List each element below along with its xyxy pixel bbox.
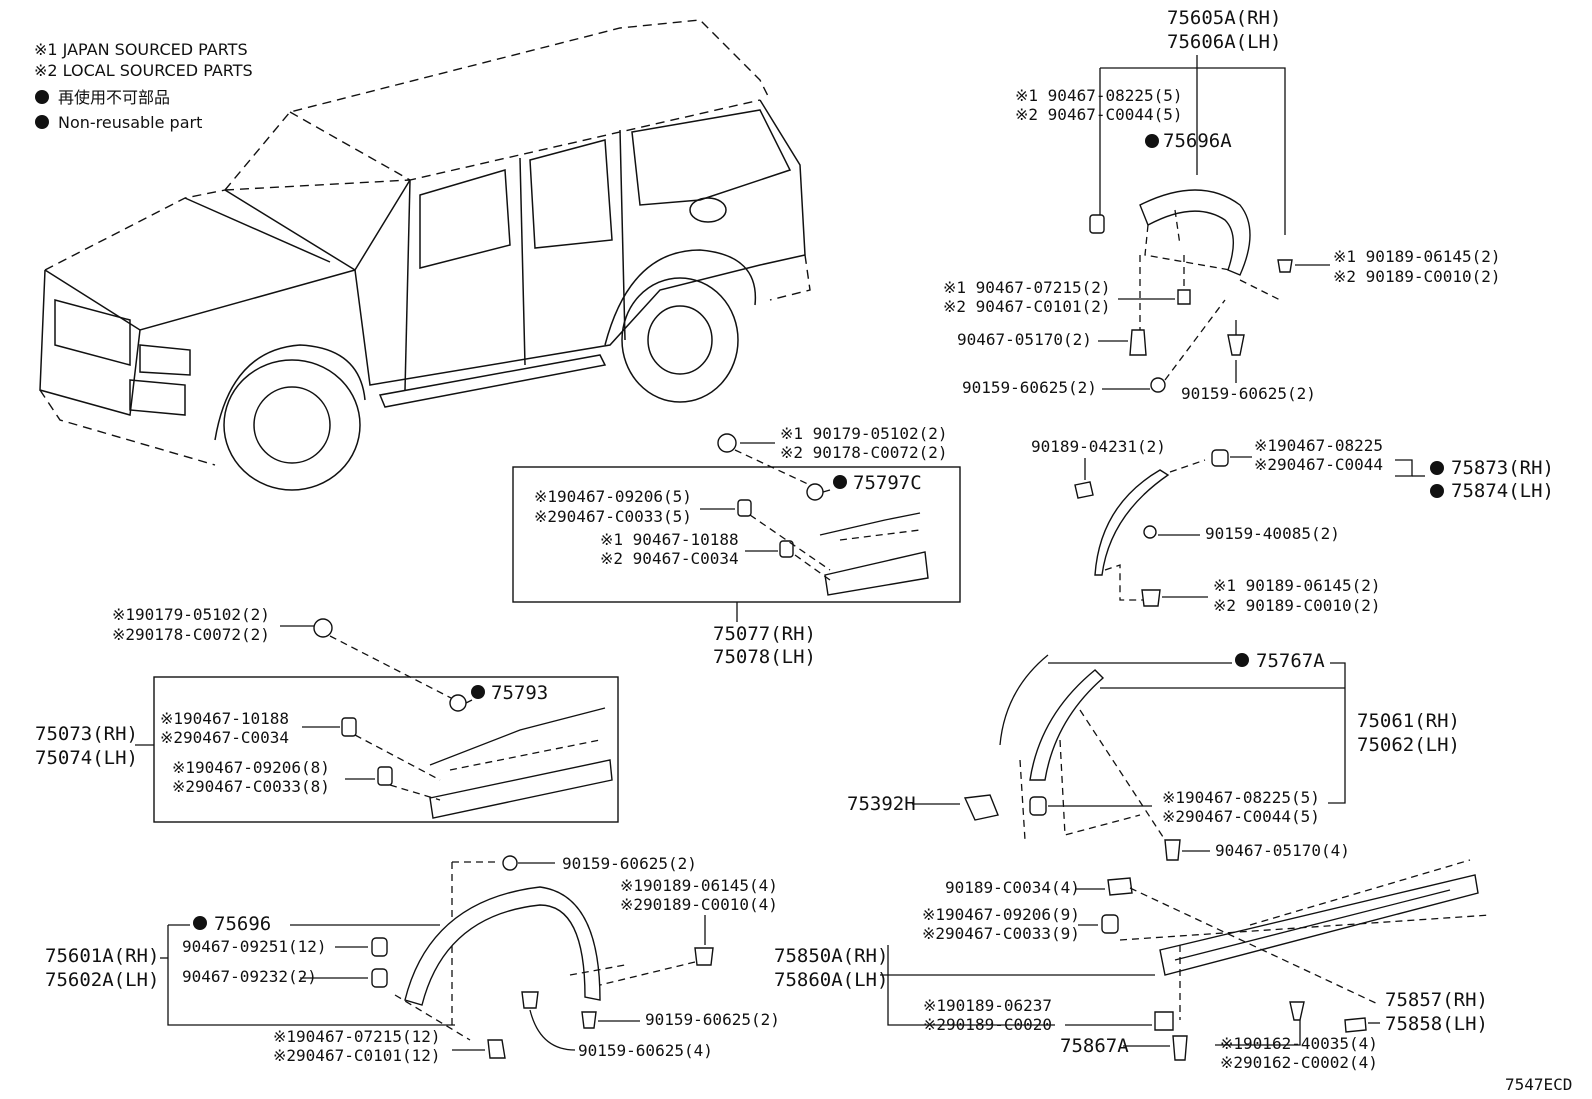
vehicle-illustration [39, 19, 811, 491]
legend-japan: ※1 JAPAN SOURCED PARTS [34, 40, 248, 59]
nonreuse-dot-icon [193, 916, 207, 930]
front-flare-pn-lh: 75602A(LH) [45, 969, 159, 991]
front-flare-moulding [394, 886, 626, 1041]
front-arch-bracket: 75392H [847, 793, 916, 815]
rear-small-bolt: 90189-04231(2) [1031, 437, 1166, 456]
front-flare-scr-2: ※290189-C0010(4) [620, 895, 778, 914]
front-flare-clip-c1: ※190467-07215(12) [273, 1027, 441, 1046]
rocker-scr-2: ※290189-C0020 [923, 1015, 1052, 1034]
front-flare-tape: 75696 [214, 913, 271, 935]
rocker-moulding [1119, 859, 1491, 1020]
front-door-rivet-2: ※290178-C0072(2) [112, 625, 270, 644]
front-door-moulding [354, 707, 613, 819]
rear-arch-screw-a: 90159-60625(2) [962, 378, 1097, 397]
rear-door-rivet-2: ※2 90178-C0072(2) [780, 443, 948, 462]
rear-arch-clip-b2: ※2 90467-C0101(2) [943, 297, 1111, 316]
rear-arch-clip-b1: ※1 90467-07215(2) [943, 278, 1111, 297]
front-flare-scr-1: ※190189-06145(4) [620, 876, 778, 895]
front-flare-screw-bot: 90159-60625(4) [578, 1041, 713, 1060]
front-door-clip-a1: ※190467-10188 [160, 709, 289, 728]
front-flare-clip-a: 90467-09251(12) [182, 937, 327, 956]
rear-arch-clip-a1: ※1 90467-08225(5) [1015, 86, 1183, 105]
front-arch-pn-rh: 75061(RH) [1357, 710, 1460, 732]
front-door-rivet-1: ※190179-05102(2) [112, 605, 270, 624]
rear-door-rivet-1: ※1 90179-05102(2) [780, 424, 948, 443]
front-door-clip-b2: ※290467-C0033(8) [172, 777, 330, 796]
rocker-rv-1: ※190162-40035(4) [1220, 1034, 1378, 1053]
rocker-pn-lh: 75860A(LH) [774, 969, 888, 991]
nonreuse-dot-icon [35, 90, 49, 104]
rocker-clip-b2: ※290467-C0033(9) [922, 924, 1080, 943]
rear-small-scr-2: ※2 90189-C0010(2) [1213, 596, 1381, 615]
rocker-scr-1: ※190189-06237 [923, 996, 1052, 1015]
rear-small-pn-lh: 75874(LH) [1451, 480, 1554, 502]
front-flare-clip-b: 90467-09232(2) [182, 967, 317, 986]
rear-small-clip-2: ※290467-C0044 [1254, 455, 1383, 474]
rocker-clip-b1: ※190467-09206(9) [922, 905, 1080, 924]
front-flare-clip-c2: ※290467-C0101(12) [273, 1046, 441, 1065]
rear-arch-clip-a2: ※2 90467-C0044(5) [1015, 105, 1183, 124]
rear-small-pn-rh: 75873(RH) [1451, 457, 1554, 479]
rear-arch-tape: 75696A [1163, 130, 1232, 152]
front-door-clip-b1: ※190467-09206(8) [172, 758, 330, 777]
nonreuse-dot-icon [1430, 484, 1444, 498]
front-arch-tape: 75767A [1256, 650, 1325, 672]
rocker-pn-rh: 75850A(RH) [774, 945, 888, 967]
front-door-pn-rh: 75073(RH) [35, 723, 138, 745]
front-door-clip-a2: ※290467-C0034 [160, 728, 289, 747]
rear-door-pn-lh: 75078(LH) [713, 646, 816, 668]
front-arch-moulding [999, 654, 1166, 841]
front-arch-clip-2: ※290467-C0044(5) [1162, 807, 1320, 826]
front-flare-pn-rh: 75601A(RH) [45, 945, 159, 967]
front-flare-screw-top: 90159-60625(2) [562, 854, 697, 873]
figure-code: 7547ECD [1505, 1075, 1572, 1094]
rear-small-screw: 90159-40085(2) [1205, 524, 1340, 543]
rear-small-clip-1: ※190467-08225 [1254, 436, 1383, 455]
rear-door-clip-a2: ※290467-C0033(5) [534, 507, 692, 526]
rocker-rv-2: ※290162-C0002(4) [1220, 1053, 1378, 1072]
nonreuse-dot-icon [1430, 461, 1444, 475]
rear-small-scr-1: ※1 90189-06145(2) [1213, 576, 1381, 595]
legend-nonreuse-en: Non-reusable part [58, 113, 202, 132]
rear-door-pn-rh: 75077(RH) [713, 623, 816, 645]
rocker-bracket: 75867A [1060, 1035, 1129, 1057]
rocker-end-rh: 75857(RH) [1385, 989, 1488, 1011]
rear-door-clip-b2: ※2 90467-C0034 [600, 549, 739, 568]
rocker-clip-a: 90189-C0034(4) [945, 878, 1080, 897]
rear-arch-moulding [1089, 189, 1251, 276]
rear-arch-pn-rh: 75605A(RH) [1167, 7, 1281, 29]
rear-door-clip-b1: ※1 90467-10188 [600, 530, 739, 549]
rear-door-clip-a1: ※190467-09206(5) [534, 487, 692, 506]
front-door-tape: 75793 [491, 682, 548, 704]
rear-arch-clip-c: 90467-05170(2) [957, 330, 1092, 349]
rear-door-tape: 75797C [853, 472, 922, 494]
front-arch-pn-lh: 75062(LH) [1357, 734, 1460, 756]
rear-small-moulding [1094, 459, 1206, 601]
nonreuse-dot-icon [833, 475, 847, 489]
front-arch-clip-c: 90467-05170(4) [1215, 841, 1350, 860]
nonreuse-dot-icon [1235, 653, 1249, 667]
rear-arch-pn-lh: 75606A(LH) [1167, 31, 1281, 53]
front-flare-screw-mid: 90159-60625(2) [645, 1010, 780, 1029]
front-door-box [153, 676, 619, 823]
legend-nonreuse-jp: 再使用不可部品 [58, 88, 170, 107]
rear-door-moulding [749, 512, 929, 596]
front-arch-clip-1: ※190467-08225(5) [1162, 788, 1320, 807]
rear-arch-scr-2: ※2 90189-C0010(2) [1333, 267, 1501, 286]
nonreuse-dot-icon [35, 115, 49, 129]
rocker-end-lh: 75858(LH) [1385, 1013, 1488, 1035]
rear-arch-scr-1: ※1 90189-06145(2) [1333, 247, 1501, 266]
front-door-pn-lh: 75074(LH) [35, 747, 138, 769]
nonreuse-dot-icon [1145, 134, 1159, 148]
legend-local: ※2 LOCAL SOURCED PARTS [34, 61, 253, 80]
nonreuse-dot-icon [471, 685, 485, 699]
rear-arch-screw-b: 90159-60625(2) [1181, 384, 1316, 403]
